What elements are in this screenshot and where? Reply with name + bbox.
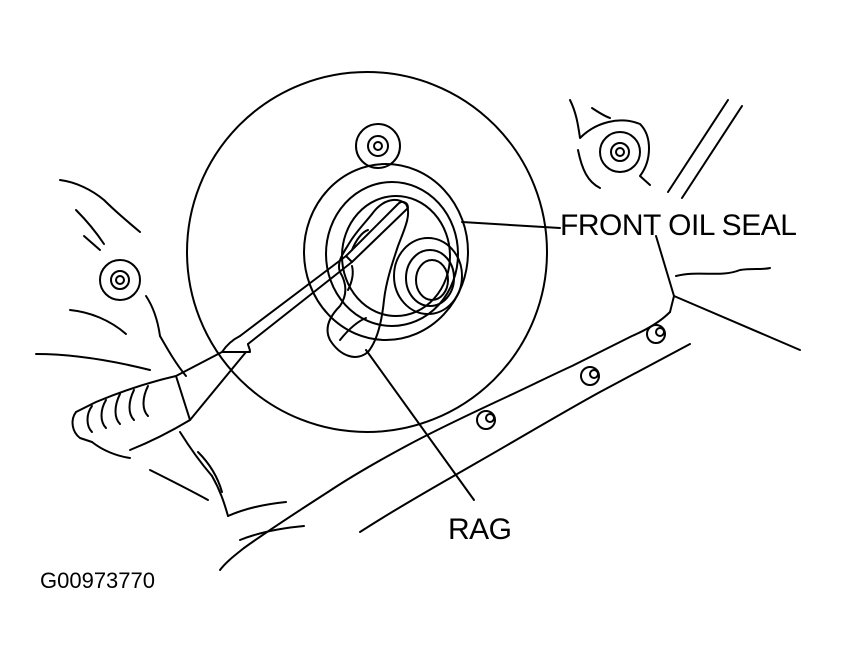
front-oil-seal-label: FRONT OIL SEAL — [560, 209, 797, 242]
crankshaft-pulley-outline — [186, 71, 548, 433]
rag-label: RAG — [448, 513, 512, 546]
timing-cover-outline — [219, 99, 801, 571]
bolt-boss-left — [99, 259, 141, 301]
screwdriver — [71, 200, 409, 459]
cover-bolts — [476, 324, 666, 430]
leader-front-oil-seal — [461, 221, 561, 229]
bolt-boss-top — [355, 123, 401, 169]
rag — [326, 198, 410, 358]
leader-rag — [365, 349, 475, 501]
figure-code: G00973770 — [40, 568, 155, 593]
left-engine-details — [35, 179, 305, 541]
front-oil-seal — [303, 163, 469, 341]
bolt-boss-right — [599, 131, 641, 173]
crankshaft-nose — [393, 237, 463, 315]
